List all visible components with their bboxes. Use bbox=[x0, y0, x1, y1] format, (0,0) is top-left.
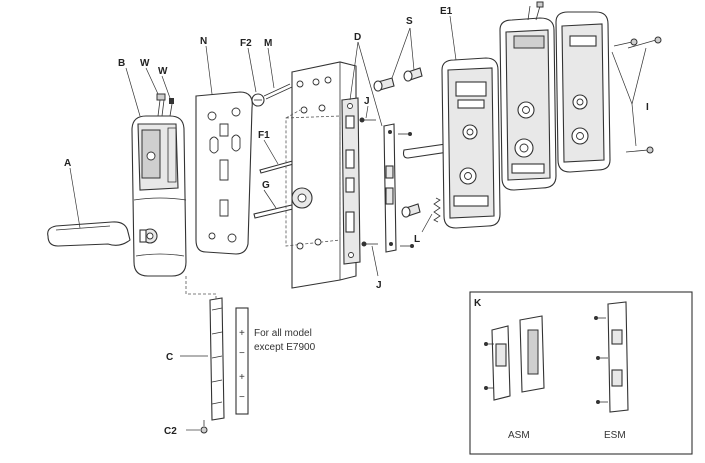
inside-cover bbox=[555, 11, 611, 173]
esm-caption: ESM bbox=[604, 430, 626, 441]
inside-lever bbox=[402, 143, 449, 159]
label-g: G bbox=[262, 180, 270, 191]
label-j1: J bbox=[364, 96, 370, 107]
outside-housing bbox=[131, 115, 187, 277]
label-b: B bbox=[118, 58, 125, 69]
label-f1: F1 bbox=[258, 130, 270, 141]
label-w1: W bbox=[140, 58, 150, 69]
label-d: D bbox=[354, 32, 361, 43]
battery-note-line-1: For all model bbox=[254, 328, 312, 339]
washer-ring bbox=[251, 93, 265, 107]
faceplate-screws bbox=[359, 117, 414, 248]
label-l: L bbox=[414, 234, 420, 245]
screw-m bbox=[263, 83, 293, 100]
lever-handle bbox=[47, 221, 131, 247]
leader-lines bbox=[69, 15, 647, 431]
inside-escutcheon bbox=[441, 57, 501, 229]
label-k: K bbox=[474, 298, 482, 309]
label-a: A bbox=[64, 158, 71, 169]
mounting-screws bbox=[613, 36, 662, 154]
label-w2: W bbox=[158, 66, 168, 77]
wires bbox=[156, 93, 174, 117]
mounting-plate bbox=[195, 91, 253, 255]
label-i: I bbox=[646, 102, 649, 113]
label-m: M bbox=[264, 38, 272, 49]
asm-caption: ASM bbox=[508, 430, 530, 441]
label-c: C bbox=[166, 352, 173, 363]
strike-inset bbox=[469, 291, 693, 455]
spindle-g bbox=[253, 203, 298, 219]
battery-connection-line bbox=[185, 276, 217, 300]
label-j2: J bbox=[376, 280, 382, 291]
inside-chassis bbox=[499, 1, 557, 191]
label-s: S bbox=[406, 16, 413, 27]
label-n: N bbox=[200, 36, 207, 47]
label-f2: F2 bbox=[240, 38, 252, 49]
svg-text:+: + bbox=[239, 372, 245, 383]
svg-text:+: + bbox=[239, 328, 245, 339]
label-c2: C2 bbox=[164, 426, 177, 437]
spring bbox=[433, 197, 441, 223]
svg-text:−: − bbox=[239, 392, 245, 403]
battery-screw bbox=[200, 420, 208, 434]
faceplate bbox=[383, 123, 397, 253]
battery-holder: + − + − bbox=[209, 297, 249, 421]
label-e1: E1 bbox=[440, 6, 453, 17]
studs bbox=[373, 67, 423, 218]
svg-text:−: − bbox=[239, 348, 245, 359]
door-section bbox=[285, 61, 357, 289]
mortise-body bbox=[341, 97, 361, 265]
battery-note-line-2: except E7900 bbox=[254, 342, 316, 353]
